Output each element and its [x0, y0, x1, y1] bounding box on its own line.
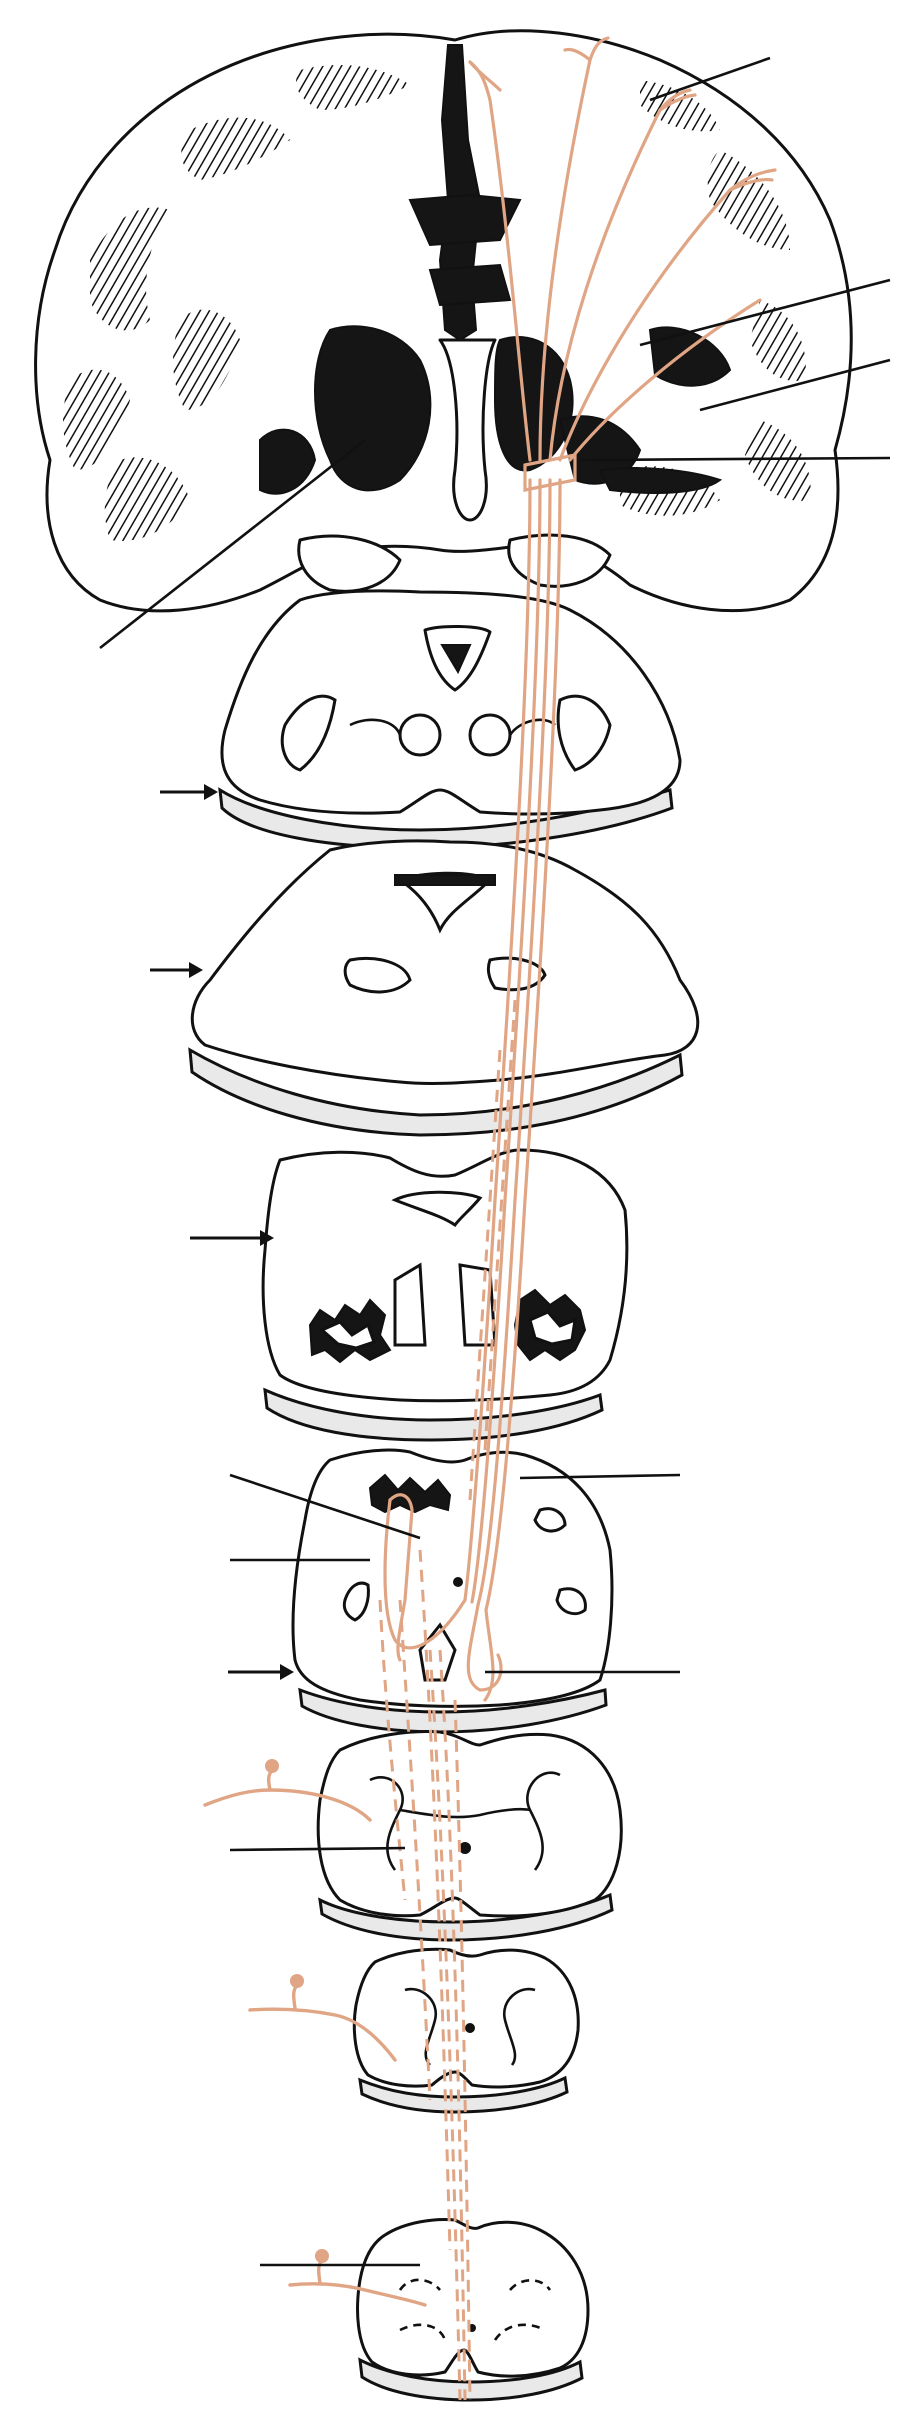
pons-lower-section: [261, 1148, 629, 1442]
medulla-upper-section: [291, 1448, 614, 1734]
leader-lines: [99, 56, 891, 2267]
corticospinal-tract: [378, 36, 777, 2401]
cerebral-hemisphere-coronal-section: [34, 29, 853, 613]
arrow-midbrain: [160, 784, 218, 800]
spinal-cord-cervical-section: [316, 1730, 623, 1942]
arrow-pons-lower: [190, 1230, 274, 1246]
midbrain-section: [218, 589, 682, 850]
arrow-pons: [150, 962, 203, 978]
spinal-roots: [203, 1759, 427, 2307]
spinal-cord-thoracic-section: [352, 1947, 580, 2114]
arrow-medulla: [228, 1664, 294, 1680]
pons-upper-section: [188, 839, 700, 1137]
spinal-cord-lumbar-section: [356, 2218, 590, 2402]
level-arrows: [150, 784, 294, 1680]
